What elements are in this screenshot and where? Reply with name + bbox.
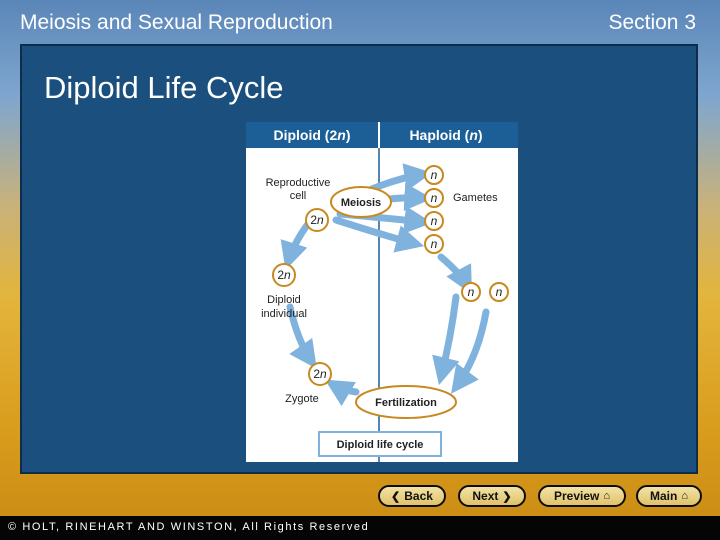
arrow-fertilization-to-zygote [324,379,360,407]
chevron-left-icon: ❮ [391,490,401,503]
top-bar: Meiosis and Sexual Reproduction Section … [0,0,720,44]
meiosis-oval [330,186,392,218]
svg-text:n: n [431,237,438,251]
svg-text:2n: 2n [277,268,291,282]
gametes-label: Gametes [453,192,498,204]
svg-text:2n: 2n [313,367,327,381]
home-icon: ⌂ [603,490,611,502]
fertilization-label: Fertilization [375,397,437,409]
figure-header-bar [246,122,518,148]
gamete-cells: n n n n n n [424,165,509,302]
copyright-text: © HOLT, RINEHART AND WINSTON, All Rights… [8,521,370,533]
section-label: Section 3 [608,11,696,34]
slide-panel: Diploid Life Cycle Diploid (2n) Haploid … [20,44,698,474]
arrow-individual-to-zygote [286,303,317,369]
diploid-life-cycle-figure: Diploid (2n) Haploid (n) n n n n [246,122,518,462]
svg-text:n: n [431,191,438,205]
svg-text:2n: 2n [310,213,324,227]
diploid-column-header: Diploid (2n) [273,127,350,143]
svg-text:n: n [431,168,438,182]
svg-text:n: n [496,285,503,299]
slide-title: Diploid Life Cycle [44,70,284,105]
back-button[interactable]: ❮ Back [378,485,446,507]
zygote-cell [308,362,332,386]
reproductive-cell-label: Reproductive [266,177,331,189]
chapter-title: Meiosis and Sexual Reproduction [20,11,333,34]
diploid-individual-label: Diploid [267,294,301,306]
chevron-right-icon: ❯ [502,490,512,503]
diploid-individual-label-line2: individual [261,308,307,320]
arrow-gametes-to-fertilization [451,308,490,394]
reproductive-cell-label-line2: cell [290,190,307,202]
arrow-gamete-merge [432,293,460,386]
figure-caption: Diploid life cycle [337,439,424,451]
meiosis-label: Meiosis [341,197,381,209]
svg-text:n: n [431,214,438,228]
caption-box [318,431,442,457]
reproductive-cell [305,208,329,232]
diploid-individual-cell [272,263,296,287]
diploid-cells: 2n 2n 2n [272,208,332,386]
zygote-label: Zygote [285,393,319,405]
next-button[interactable]: Next ❯ [458,485,526,507]
main-button[interactable]: Main ⌂ [636,485,702,507]
haploid-column-header: Haploid (n) [409,127,482,143]
fertilization-oval [355,385,457,419]
preview-button[interactable]: Preview ⌂ [538,485,626,507]
home-icon: ⌂ [681,490,688,502]
svg-text:n: n [468,285,475,299]
footer-bar: © HOLT, RINEHART AND WINSTON, All Rights… [0,516,720,540]
arrow-meiosis-4 [332,216,425,253]
